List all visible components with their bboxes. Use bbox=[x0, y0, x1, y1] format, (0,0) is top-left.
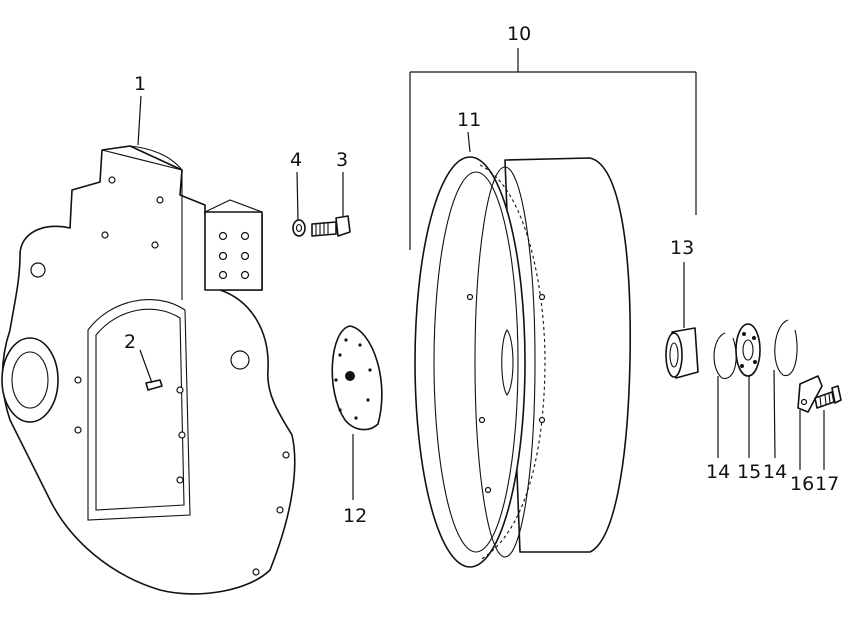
callout-15: 15 bbox=[737, 461, 761, 483]
flywheel-housing bbox=[1, 145, 296, 595]
bolt-3 bbox=[311, 215, 351, 237]
callout-12: 12 bbox=[343, 505, 367, 527]
plate-12 bbox=[331, 325, 383, 431]
callout-3: 3 bbox=[336, 149, 348, 171]
callout-17: 17 bbox=[815, 473, 839, 495]
snap-ring-14b bbox=[774, 319, 798, 376]
leader-lines bbox=[137, 48, 825, 500]
callout-16: 16 bbox=[790, 473, 814, 495]
bushing-13 bbox=[665, 327, 699, 379]
callout-14b: 14 bbox=[763, 461, 787, 483]
flywheel-11 bbox=[414, 156, 632, 568]
callout-13: 13 bbox=[670, 237, 694, 259]
callout-2: 2 bbox=[124, 331, 136, 353]
callout-14a: 14 bbox=[706, 461, 730, 483]
callout-11: 11 bbox=[457, 109, 481, 131]
washer-4 bbox=[292, 219, 306, 237]
screw-17 bbox=[814, 385, 842, 409]
snap-ring-14a bbox=[713, 332, 737, 379]
bearing-15 bbox=[735, 323, 761, 377]
callout-4: 4 bbox=[290, 149, 302, 171]
callout-1: 1 bbox=[134, 73, 146, 95]
callout-10: 10 bbox=[507, 23, 531, 45]
